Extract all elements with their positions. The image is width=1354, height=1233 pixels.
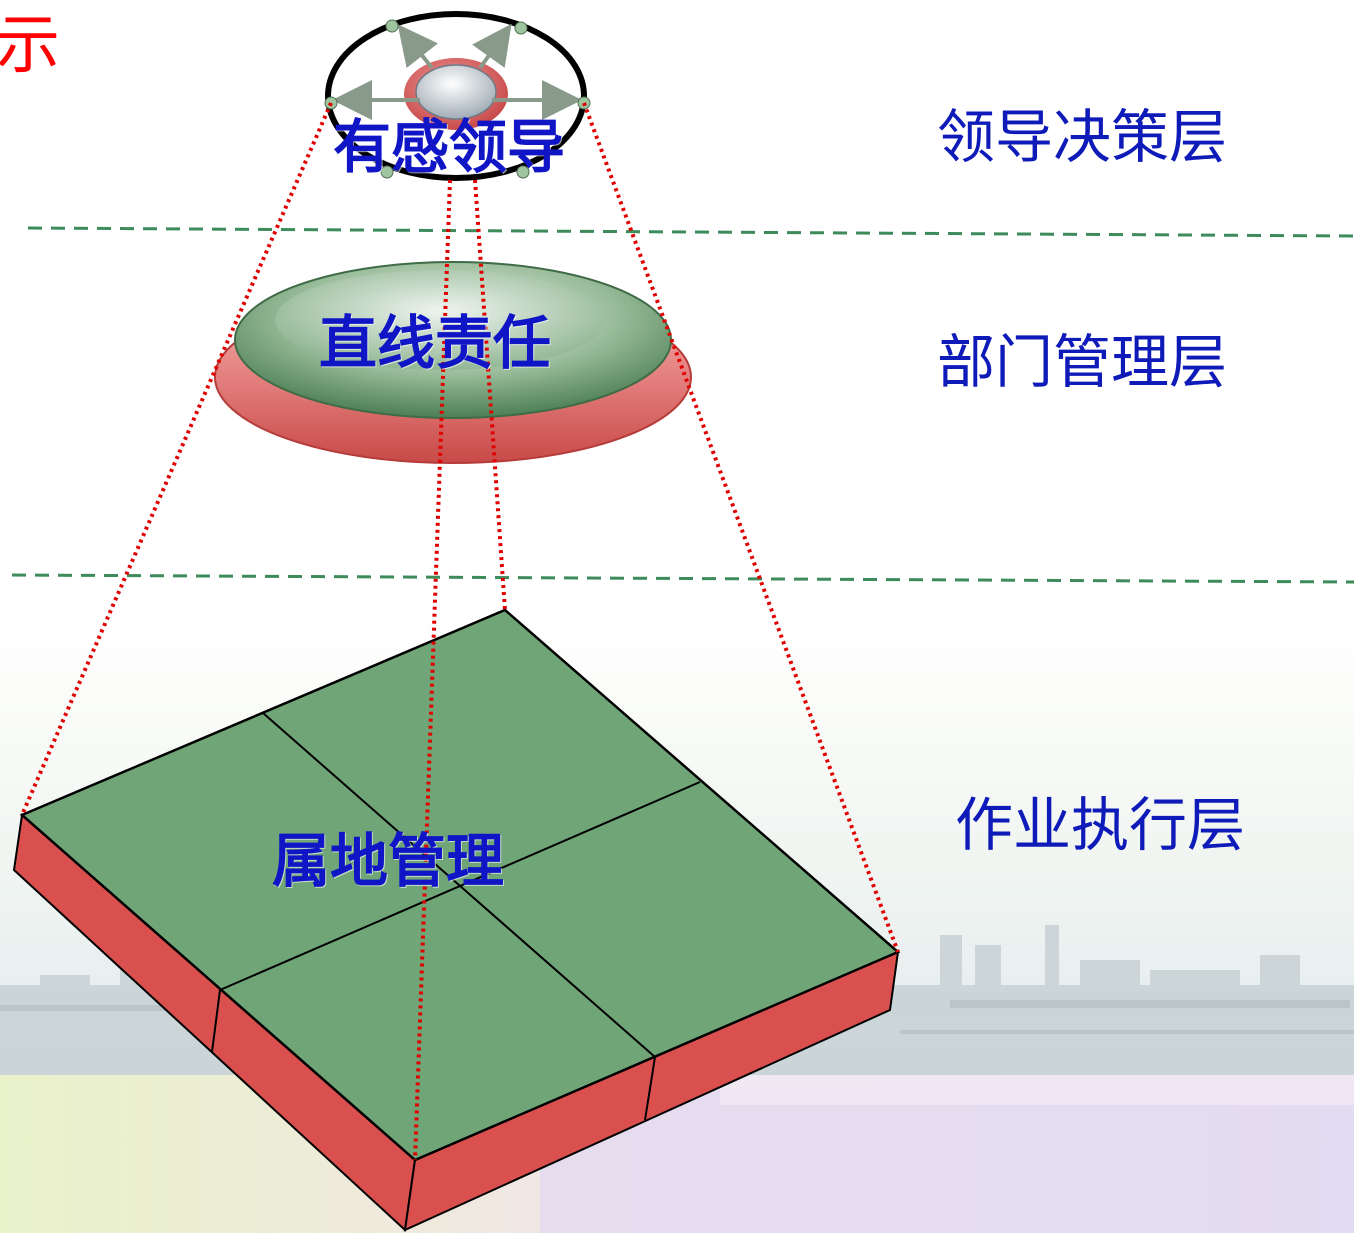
label-visible-leadership: 有感领导 <box>333 113 566 181</box>
divider-line-bottom <box>11 573 1354 584</box>
label-area-management: 属地管理 <box>272 827 505 895</box>
top-ring <box>324 11 591 181</box>
layer-label-execution: 作业执行层 <box>955 791 1246 859</box>
ground-slab <box>12 608 901 1233</box>
divider-line-top <box>27 226 1354 238</box>
projection-lines <box>20 102 900 1161</box>
label-line-responsibility: 直线责任 <box>319 309 552 377</box>
middle-disc <box>214 261 692 464</box>
layer-label-decision: 领导决策层 <box>937 103 1228 171</box>
layer-label-department: 部门管理层 <box>937 328 1228 396</box>
corner-title: 示 <box>0 9 60 83</box>
